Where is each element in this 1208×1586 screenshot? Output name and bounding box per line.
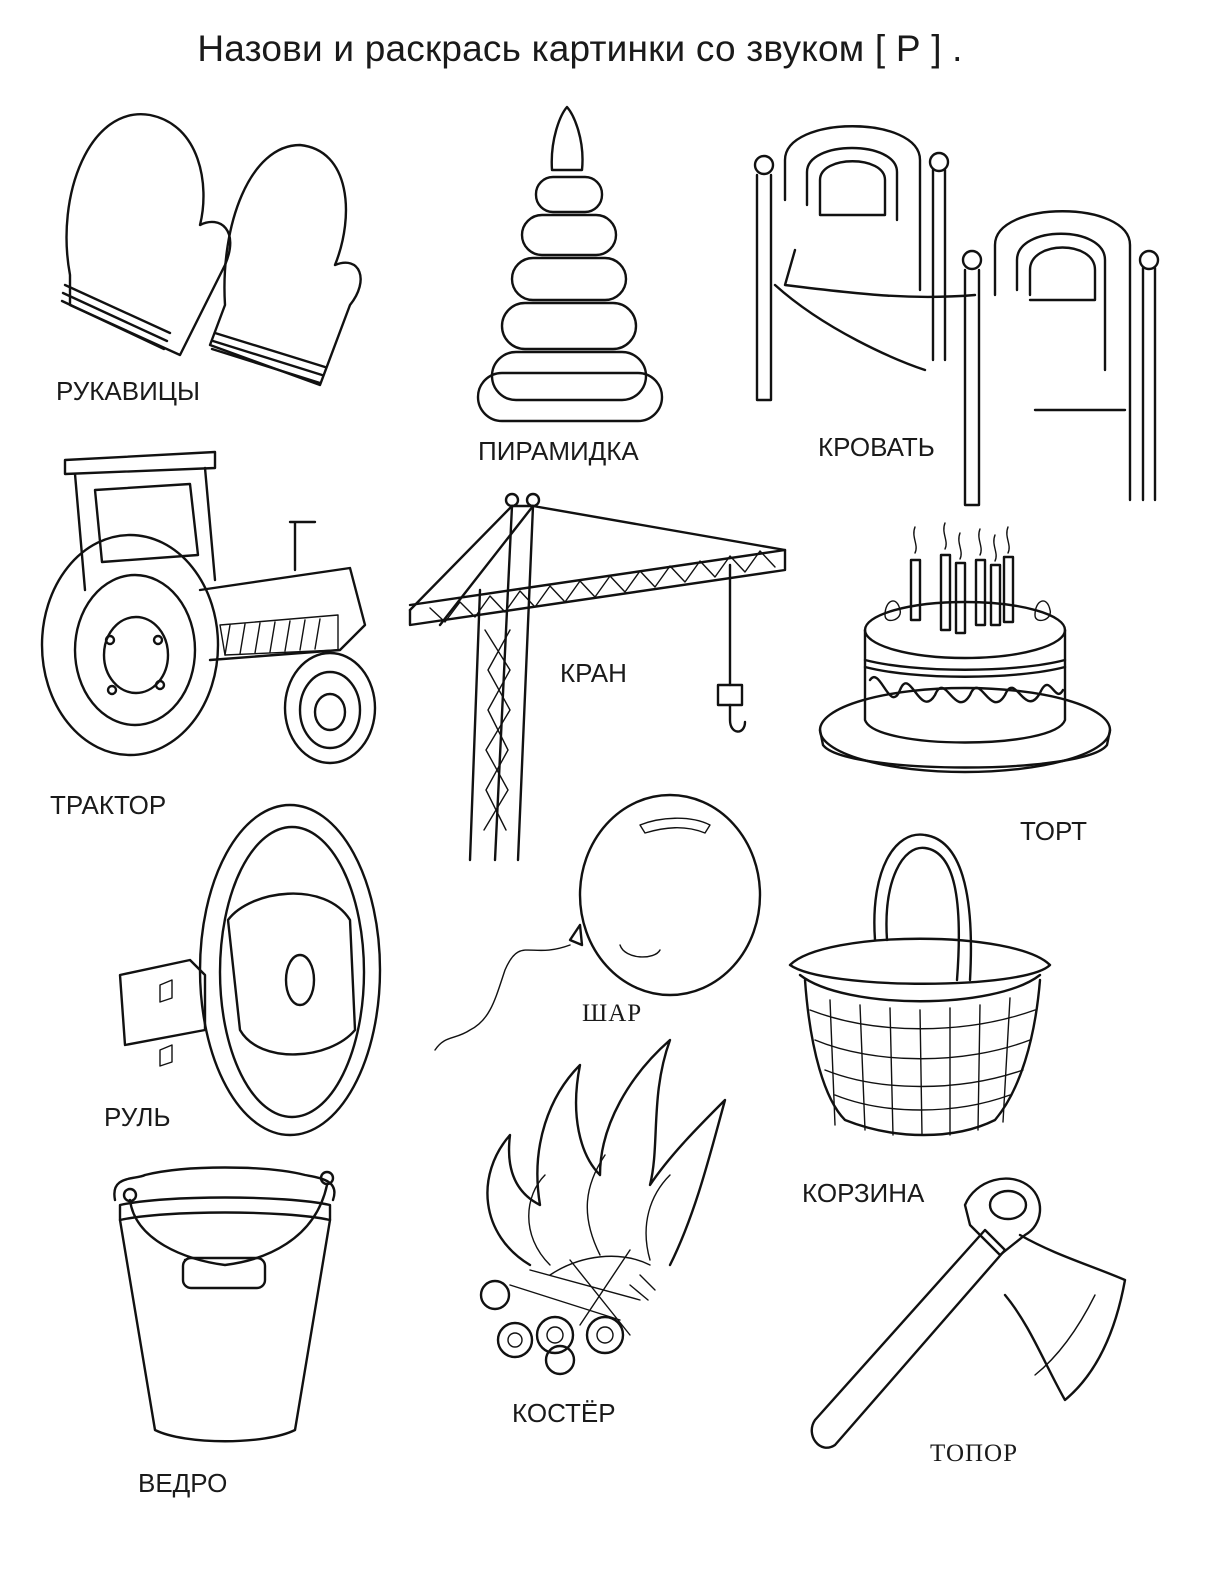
page-title: Назови и раскрась картинки со звуком [ Р… xyxy=(197,28,963,69)
pyramid-toy-icon xyxy=(476,105,664,423)
bucket-icon xyxy=(113,1166,336,1443)
bed-icon xyxy=(753,125,1160,507)
label-axe: ТОПОР xyxy=(930,1440,1019,1467)
label-basket: КОРЗИНА xyxy=(802,1178,925,1208)
balloon-icon xyxy=(434,793,762,1051)
label-mittens: РУКАВИЦЫ xyxy=(56,376,201,406)
label-campfire: КОСТЁР xyxy=(512,1398,616,1428)
basket-icon xyxy=(788,833,1052,1137)
label-crane: КРАН xyxy=(560,658,627,688)
steering-wheel-icon xyxy=(118,803,382,1137)
label-bucket: ВЕДРО xyxy=(138,1468,228,1498)
crane-icon xyxy=(408,492,787,862)
label-cake: ТОРТ xyxy=(1020,816,1087,846)
axe-icon xyxy=(810,1177,1127,1449)
mittens-icon xyxy=(60,113,362,387)
label-pyramid: ПИРАМИДКА xyxy=(478,436,639,466)
label-balloon: ШАР xyxy=(582,1000,643,1027)
label-steering-wheel: РУЛЬ xyxy=(104,1102,171,1132)
label-bed: КРОВАТЬ xyxy=(818,432,935,462)
cake-icon xyxy=(818,522,1112,774)
campfire-icon xyxy=(479,1038,727,1376)
tractor-icon xyxy=(40,450,377,765)
label-tractor: ТРАКТОР xyxy=(50,790,167,820)
